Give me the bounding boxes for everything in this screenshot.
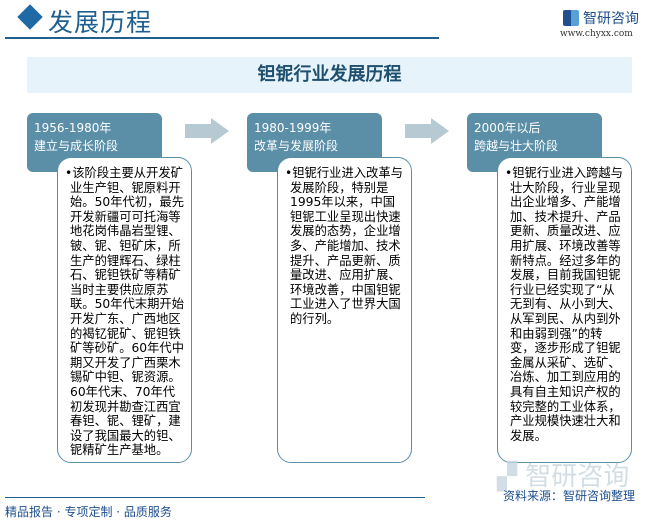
logo-icon	[563, 10, 579, 26]
brand-url: www.chyxx.com	[560, 29, 633, 39]
stage-card-3: •钽铌行业进入跨越与壮大阶段，行业呈现出企业增多、产能增加、技术提升、产品更新、…	[497, 157, 632, 463]
stage-text: •该阶段主要从开发矿业生产钽、铌原料开始。50年代初，最先开发新疆可可托海等地花…	[65, 166, 185, 458]
footer-tagline: 精品报告 · 专项定制 · 品质服务	[5, 505, 172, 519]
source-note: 资料来源：智研咨询整理	[503, 489, 636, 503]
stage-text: •钽铌行业进入改革与发展阶段，特别是1995年以来，中国钽铌工业呈现出快速发展的…	[285, 166, 403, 326]
brand-logo: 智研咨询	[563, 8, 639, 28]
watermark-logo: ▞ 智研咨询	[497, 462, 630, 492]
page-title: 发展历程	[48, 8, 153, 37]
stage-card-1: •该阶段主要从开发矿业生产钽、铌原料开始。50年代初，最先开发新疆可可托海等地花…	[57, 157, 192, 463]
diamond-icon	[17, 4, 43, 30]
stage-period: 2000年以后	[474, 121, 541, 135]
stage-period: 1956-1980年	[34, 121, 112, 135]
footer-divider	[5, 497, 425, 498]
stage-text: •钽铌行业进入跨越与壮大阶段，行业呈现出企业增多、产能增加、技术提升、产品更新、…	[505, 166, 623, 443]
stage-card-2: •钽铌行业进入改革与发展阶段，特别是1995年以来，中国钽铌工业呈现出快速发展的…	[277, 157, 412, 463]
stage-name: 建立与成长阶段	[34, 139, 119, 153]
arrow-right-icon	[405, 118, 449, 144]
stage-period: 1980-1999年	[254, 121, 332, 135]
stage-name: 改革与发展阶段	[254, 139, 339, 153]
header-divider	[5, 37, 439, 39]
brand-name: 智研咨询	[583, 11, 639, 27]
arrow-right-icon	[185, 118, 229, 144]
banner-title: 钽铌行业发展历程	[27, 57, 632, 93]
stage-name: 跨越与壮大阶段	[474, 139, 559, 153]
